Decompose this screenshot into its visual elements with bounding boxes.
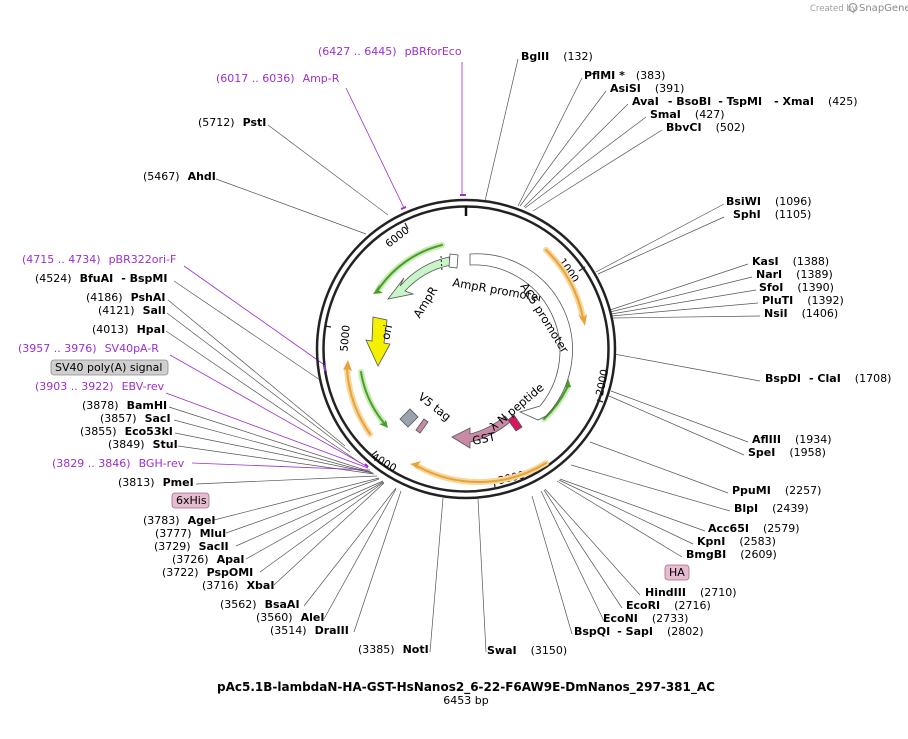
primer-label-bgh-rev[interactable]: (3829 .. 3846)BGH-rev: [52, 457, 185, 470]
site-label-nari[interactable]: NarI(1389): [756, 268, 833, 281]
site-label-ecori[interactable]: EcoRI(2716): [626, 599, 711, 612]
right-site-labels: BglII(132) PflMI *(383) AsiSI(391) AvaI-…: [487, 50, 891, 657]
site-label-bglii[interactable]: BglII(132): [521, 50, 593, 63]
site-label-bamhi[interactable]: (3878)BamHI: [82, 399, 167, 412]
ha-box-label: HA: [669, 566, 685, 579]
primer-marks: [324, 194, 466, 468]
site-label-psti[interactable]: (5712)PstI: [198, 116, 266, 129]
green-arrowhead-1: [373, 284, 383, 294]
primer-label-ebv-rev[interactable]: (3903 .. 3922)EBV-rev: [35, 380, 165, 393]
site-label-sphi[interactable]: SphI(1105): [733, 208, 811, 221]
sv40-box-label: SV40 poly(A) signal: [55, 361, 162, 374]
orf-arrowhead-3: [343, 360, 352, 371]
site-label-smai[interactable]: SmaI(427): [650, 108, 725, 121]
site-label-mlui[interactable]: (3777)MluI: [155, 527, 226, 540]
orf-arcs: [344, 247, 586, 485]
site-label-eco53ki[interactable]: (3855)Eco53kI: [80, 425, 173, 438]
plasmid-title: pAc5.1B-lambdaN-HA-GST-HsNanos2_6-22-F6A…: [217, 680, 715, 695]
site-label-sacii[interactable]: (3729)SacII: [154, 540, 229, 553]
site-label-noti[interactable]: (3385)NotI: [358, 643, 429, 656]
ampr-label: AmpR: [410, 284, 440, 321]
site-label-apai[interactable]: (3726)ApaI: [172, 553, 244, 566]
green-arrowhead-3: [379, 420, 388, 428]
created-by-text: Created by: [810, 4, 857, 14]
site-label-draiii[interactable]: (3514)DraIII: [270, 624, 349, 637]
plasmid-size: 6453 bp: [443, 694, 488, 707]
right-leader-lines: [477, 58, 761, 653]
primer-label-amp-r[interactable]: (6017 .. 6036)Amp-R: [216, 72, 340, 85]
snapgene-brand-text: SnapGene: [859, 3, 908, 14]
site-label-spei[interactable]: SpeI(1958): [748, 446, 826, 459]
site-label-bspdi[interactable]: BspDI- ClaI(1708): [765, 372, 891, 385]
site-label-bmgbi[interactable]: BmgBI(2609): [686, 548, 777, 561]
primer-labels: (6427 .. 6445)pBRforEco (6017 .. 6036)Am…: [18, 45, 462, 470]
snapgene-logo-icon: [848, 2, 858, 13]
site-label-sali[interactable]: (4121)SalI: [98, 304, 166, 317]
lambda-n-block[interactable]: [507, 414, 523, 432]
site-label-pspomi[interactable]: (3722)PspOMI: [162, 566, 253, 579]
site-label-econi[interactable]: EcoNI(2733): [603, 612, 688, 625]
primer-label-sv40pa-r[interactable]: (3957 .. 3976)SV40pA-R: [18, 342, 159, 355]
site-label-bbvci[interactable]: BbvCI(502): [666, 121, 745, 134]
tick-2000: 2000: [594, 368, 611, 397]
gst-feature-arrow[interactable]: [451, 415, 511, 449]
left-leader-lines: [165, 124, 444, 653]
site-label-sfoi[interactable]: SfoI(1390): [759, 281, 834, 294]
sv40-box[interactable]: [50, 359, 169, 376]
site-label-avai[interactable]: AvaI- BsoBI- TspMI- XmaI(425): [632, 95, 858, 108]
site-label-asisi[interactable]: AsiSI(391): [610, 82, 684, 95]
orf-arrowhead-1: [578, 314, 587, 326]
site-label-bsiwi[interactable]: BsiWI(1096): [726, 195, 812, 208]
site-label-pflmi[interactable]: PflMI *(383): [584, 69, 665, 82]
site-label-pshai[interactable]: (4186)PshAI: [86, 291, 165, 304]
ampr-promoter-block: [448, 253, 459, 269]
site-label-bspqi[interactable]: BspQI- SapI(2802): [574, 625, 704, 638]
site-label-aflii[interactable]: AflIII(1934): [752, 433, 832, 446]
ac5-promoter-arrow[interactable]: [469, 253, 573, 421]
ori-label: ori: [378, 323, 395, 341]
site-label-saci[interactable]: (3857)SacI: [100, 412, 171, 425]
primer-label-pbrforeco[interactable]: (6427 .. 6445)pBRforEco: [318, 45, 462, 58]
green-arcs: [358, 242, 570, 426]
site-label-agei[interactable]: (3783)AgeI: [143, 514, 216, 527]
tick-4000: 4000: [369, 451, 398, 475]
ori-feature-arrow[interactable]: [365, 316, 391, 367]
left-site-labels: (5712)PstI (5467)AhdI (4524)BfuAI- BspMI…: [35, 116, 429, 656]
site-label-kasi[interactable]: KasI(1388): [752, 255, 829, 268]
ha-box[interactable]: [664, 564, 690, 581]
site-label-swai[interactable]: SwaI(3150): [487, 644, 567, 657]
site-label-acc65i[interactable]: Acc65I(2579): [708, 522, 800, 535]
site-label-pluti[interactable]: PluTI(1392): [762, 294, 844, 307]
site-label-kpni[interactable]: KpnI(2583): [697, 535, 776, 548]
site-label-hpai[interactable]: (4013)HpaI: [92, 323, 165, 336]
site-label-ahdi[interactable]: (5467)AhdI: [143, 170, 216, 183]
ampr-boundary-marker: [440, 255, 443, 273]
linker-block: [415, 418, 429, 434]
site-label-nsii[interactable]: NsiI(1406): [764, 307, 838, 320]
backbone-outer-ring: [315, 198, 617, 500]
site-label-xbai[interactable]: (3716)XbaI: [202, 579, 274, 592]
ampr-feature-arrow[interactable]: [387, 256, 452, 300]
v5-tag-block[interactable]: [399, 408, 419, 428]
v5-tag-label: V5 tag: [416, 390, 454, 424]
gst-label: GST: [471, 429, 498, 448]
his-box-label: 6xHis: [176, 494, 207, 507]
his-box[interactable]: [171, 492, 210, 509]
site-label-hindiii[interactable]: HindIII(2710): [645, 586, 737, 599]
tick-5000: 5000: [338, 325, 352, 353]
primer-label-pbr322ori-f[interactable]: (4715 .. 4734)pBR322ori-F: [22, 253, 176, 266]
site-label-bsaai[interactable]: (3562)BsaAI: [220, 598, 300, 611]
site-label-bfuai[interactable]: (4524)BfuAI- BspMI: [35, 272, 167, 285]
site-label-blpi[interactable]: BlpI(2439): [734, 502, 809, 515]
primer-leader-lines: [165, 62, 463, 471]
site-label-alei[interactable]: (3560)AleI: [256, 611, 324, 624]
orf-arrowhead-2: [410, 461, 421, 469]
site-label-ppumi[interactable]: PpuMI(2257): [732, 484, 821, 497]
site-label-stui[interactable]: (3849)StuI: [108, 438, 178, 451]
site-label-pmei[interactable]: (3813)PmeI: [118, 476, 194, 489]
